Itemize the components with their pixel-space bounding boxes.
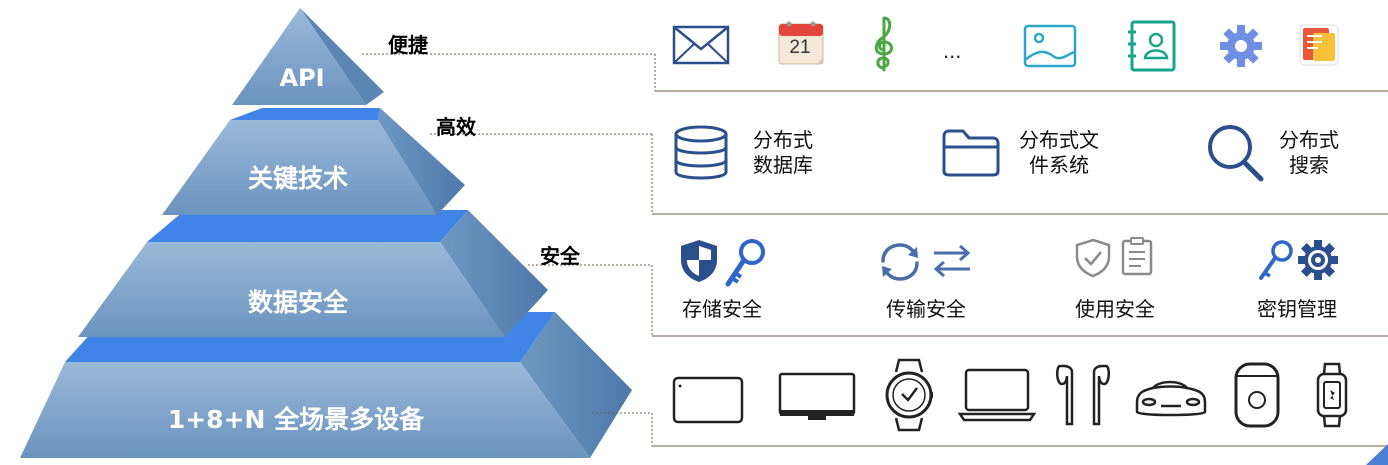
tier-face [232, 8, 366, 105]
laptop-icon [958, 368, 1036, 422]
tech-label-database: 分布式 数据库 [744, 128, 822, 178]
settings-icon [1220, 25, 1262, 67]
database-icon [674, 125, 728, 180]
calendar-day: 21 [789, 37, 811, 58]
tier-label-devices: 1+8+N 全场景多设备 [168, 405, 425, 434]
key-icon [1259, 240, 1293, 280]
more-indicator: ... [943, 38, 962, 63]
security-label-keymgmt: 密钥管理 [1257, 297, 1337, 321]
folder-icon [942, 129, 1000, 177]
connector-label-security: 安全 [540, 244, 580, 268]
tier-face [162, 120, 437, 215]
tier-side [440, 210, 548, 337]
connector-label-api: 便捷 [388, 33, 428, 57]
shield-check-icon [1075, 238, 1111, 278]
search-icon [1208, 125, 1264, 182]
tv-icon [778, 372, 856, 420]
transfer-icon [933, 244, 971, 278]
earbuds-icon [1056, 364, 1110, 426]
tier-top [147, 210, 468, 242]
tier-side [378, 108, 465, 215]
clipboard-icon [1121, 237, 1153, 276]
pyramid-tier-tech: 关键技术 [162, 108, 465, 215]
tech-label-line: 数据库 [753, 153, 813, 177]
sync-icon [881, 243, 919, 281]
speaker-icon [1234, 362, 1280, 428]
watch-icon [885, 358, 933, 432]
tier-label-security: 数据安全 [248, 288, 349, 317]
pyramid: 1+8+N 全场景多设备 数据安全 关键技术 API [20, 8, 632, 458]
tier-side [300, 8, 384, 105]
tech-label-search: 分布式 搜索 [1270, 128, 1348, 178]
tier-side [520, 312, 632, 458]
pyramid-tier-api: API [232, 8, 384, 105]
image-icon [1023, 24, 1077, 68]
tier-label-api: API [279, 64, 324, 92]
tech-label-line: 件系统 [1029, 153, 1089, 177]
mail-icon [672, 25, 730, 65]
security-label-transfer: 传输安全 [886, 297, 966, 321]
tablet-icon [672, 376, 744, 424]
pyramid-tier-security: 数据安全 [78, 210, 548, 337]
tier-face [78, 242, 505, 337]
tech-label-line: 分布式文 [1019, 128, 1099, 152]
tier-top [230, 108, 380, 120]
contacts-icon [1128, 20, 1176, 72]
band-icon [1316, 362, 1348, 428]
tech-label-line: 搜索 [1289, 153, 1329, 177]
music-icon [874, 16, 893, 72]
tech-label-line: 分布式 [1279, 128, 1339, 152]
tier-face [20, 362, 590, 458]
calendar-icon: 21 [777, 18, 825, 66]
notes-icon [1299, 24, 1339, 66]
tier-label-tech: 关键技术 [248, 164, 348, 193]
connector-label-tech: 高效 [436, 115, 476, 139]
tech-label-line: 分布式 [753, 128, 813, 152]
security-label-storage: 存储安全 [682, 297, 762, 321]
car-icon [1135, 380, 1207, 417]
shield-icon [681, 240, 717, 282]
corner-decoration [1366, 444, 1388, 465]
key-icon [725, 239, 765, 287]
gear-icon [1298, 240, 1338, 280]
security-label-usage: 使用安全 [1075, 297, 1155, 321]
tech-label-filesystem: 分布式文 件系统 [1012, 128, 1106, 178]
